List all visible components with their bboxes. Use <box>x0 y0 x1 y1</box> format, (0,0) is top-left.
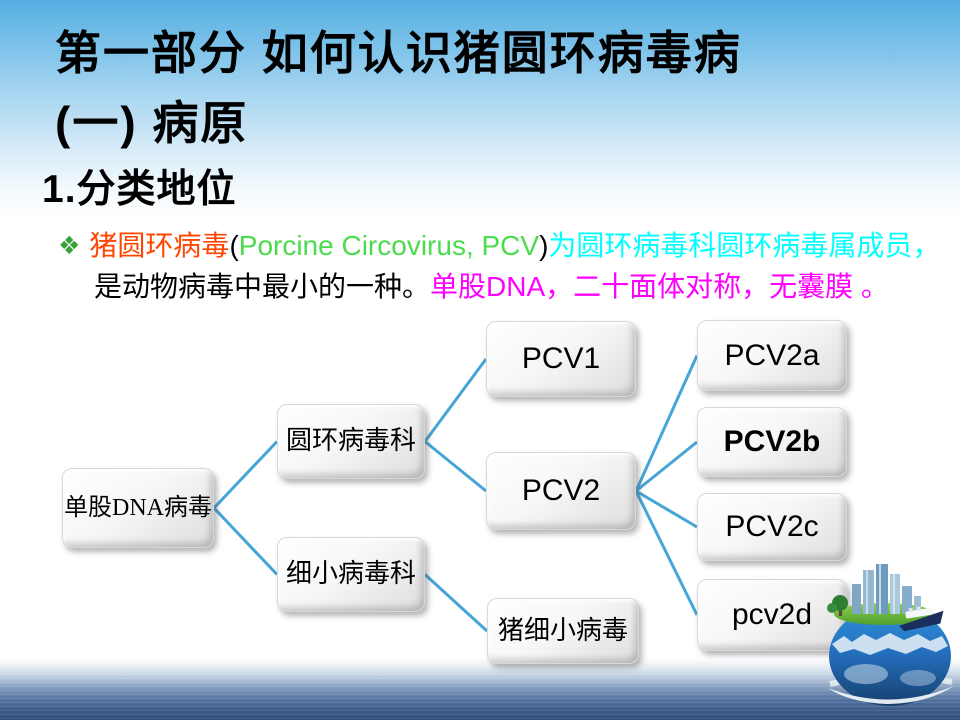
city-skyline <box>852 564 921 614</box>
diagram-node-label: PCV2b <box>723 425 821 458</box>
diagram-node-circo: 圆环病毒科 <box>277 404 425 479</box>
diagram-node-pcv2d: pcv2d <box>697 579 847 651</box>
diagram-node-label: PCV2c <box>725 510 819 543</box>
bullet-item: ❖ 猪圆环病毒(Porcine Circovirus, PCV)为圆环病毒科圆环病… <box>58 226 946 306</box>
bush-icon <box>827 603 837 613</box>
diagram-node-ppv: 猪细小病毒 <box>487 598 639 664</box>
diamond-bullet-icon: ❖ <box>58 232 81 260</box>
diagram-node-label: PCV2a <box>724 338 820 372</box>
tree-trunk <box>839 608 842 616</box>
bullet-segment: ) <box>539 230 549 261</box>
bullet-segment: 为圆环病毒科圆环病毒属成员， <box>548 230 941 261</box>
bullet-segment: Porcine Circovirus, PCV <box>238 230 540 261</box>
globe-map-band <box>832 633 948 655</box>
diagram-node-parvo: 细小病毒科 <box>277 537 425 612</box>
swirl-ring-front <box>828 686 954 704</box>
diagram-node-label: 单股DNA病毒 <box>64 495 212 521</box>
diagram-node-pcv2b: PCV2b <box>697 407 847 477</box>
ocean-band-decoration <box>0 658 960 720</box>
globe-map-blob <box>844 664 888 684</box>
bullet-segment: ( <box>229 230 239 261</box>
globe-map-blob-2 <box>900 670 936 686</box>
bullet-segment: 单股DNA，二十面体对称，无囊膜 。 <box>430 271 889 302</box>
bullet-segment: 猪圆环病毒 <box>89 230 230 261</box>
bullet-text: 猪圆环病毒(Porcine Circovirus, PCV)为圆环病毒科圆环病毒… <box>89 230 940 302</box>
bullet-segment: 是动物病毒中最小的一种。 <box>94 271 431 302</box>
diagram-node-pcv1: PCV1 <box>486 321 636 397</box>
diagram-node-pcv2a: PCV2a <box>697 320 847 391</box>
diagram-node-pcv2: PCV2 <box>486 452 636 530</box>
diagram-node-label: pcv2d <box>731 598 813 631</box>
section-heading: 1.分类地位 <box>42 168 237 211</box>
page-title: 第一部分 如何认识猪圆环病毒病 (一) 病原 <box>55 18 935 158</box>
diagram-node-pcv2c: PCV2c <box>697 493 847 561</box>
globe-city-illustration <box>827 564 954 706</box>
diagram-node-label: 细小病毒科 <box>285 559 416 589</box>
diagram-node-label: PCV1 <box>521 342 601 375</box>
title-line-1: 第一部分 如何认识猪圆环病毒病 <box>55 27 742 79</box>
diagram-node-label: PCV2 <box>521 474 601 507</box>
ship-icon <box>899 606 944 632</box>
diagram-node-label: 圆环病毒科 <box>285 426 416 456</box>
diagram-node-label: 猪细小病毒 <box>497 615 628 645</box>
diagram-node-ssdna: 单股DNA病毒 <box>62 468 214 548</box>
title-line-2: (一) 病原 <box>55 97 249 149</box>
